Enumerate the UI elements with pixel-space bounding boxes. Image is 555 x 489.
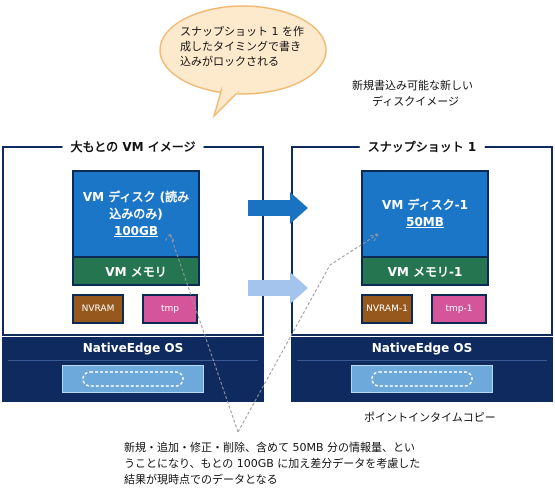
nativeedge-os-left: NativeEdge OS [2, 337, 264, 402]
server-hardware-icon [351, 365, 493, 393]
point-in-time-copy-label: ポイントインタイムコピー [364, 411, 496, 424]
nvram-1-block: NVRAM-1 [361, 294, 413, 324]
vm-memory: VM メモリ [72, 256, 200, 286]
callout-line-1: スナップショット 1 を作 [180, 25, 304, 38]
nativeedge-os-right: NativeEdge OS [291, 337, 553, 402]
callout-line-3: 込みがロックされる [180, 55, 279, 68]
new-disk-note-line-1: 新規書込み可能な新しい [352, 79, 473, 92]
dashed-connector-lines [164, 233, 379, 433]
snapshot-1-panel: スナップショット 1 VM ディスク-1 50MB VM メモリ-1 NVRAM… [291, 138, 553, 336]
vm-memory-1: VM メモリ-1 [361, 256, 489, 286]
os-divider-left [8, 360, 258, 361]
nvram-block: NVRAM [72, 294, 124, 324]
vm-disk-label-line-1: VM ディスク (読み [82, 189, 190, 204]
new-disk-note-line-2: ディスクイメージ [372, 95, 460, 108]
bottom-note-line-2: うことになり、もとの 100GB に加え差分データを考慮した [124, 457, 421, 470]
os-divider-right [297, 360, 547, 361]
arrow-right-light-icon [248, 272, 308, 304]
nativeedge-os-left-label: NativeEdge OS [82, 341, 184, 355]
original-vm-image-panel: 大もとの VM イメージ VM ディスク (読み 込みのみ) 100GB VM … [2, 138, 264, 336]
bottom-note-line-1: 新規・追加・修正・削除、含めて 50MB 分の情報量、とい [124, 441, 416, 454]
snapshot-1-title: スナップショット 1 [359, 138, 485, 155]
tmp-1-block: tmp-1 [431, 294, 487, 324]
callout-line-2: 成したタイミングで書き [180, 40, 301, 53]
vm-disk-size: 100GB [113, 223, 159, 238]
original-vm-image-title: 大もとの VM イメージ [62, 138, 204, 155]
vm-disk-label-line-2: 込みのみ) [109, 206, 163, 221]
nativeedge-os-right-label: NativeEdge OS [371, 341, 473, 355]
vm-disk-1: VM ディスク-1 50MB [361, 170, 489, 258]
vm-disk-1-size: 50MB [406, 215, 444, 229]
vm-disk-1-label: VM ディスク-1 [382, 198, 468, 212]
bottom-note-line-3: 結果が現時点でのデータとなる [124, 473, 278, 486]
tmp-block: tmp [142, 294, 198, 324]
server-hardware-icon [62, 365, 204, 393]
arrow-right-dark-icon [248, 192, 308, 224]
